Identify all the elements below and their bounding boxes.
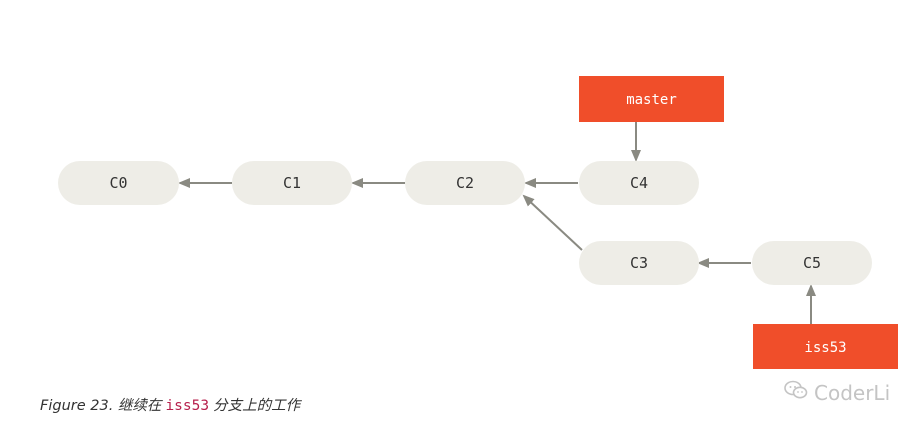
commit-label: C4 [630,174,648,192]
commit-label: C1 [283,174,301,192]
arrow-c3-to-c2 [522,194,583,251]
caption-prefix: Figure 23. 继续在 [40,398,162,414]
commit-c1: C1 [232,161,352,205]
commit-c2: C2 [405,161,525,205]
commit-label: C0 [109,174,127,192]
watermark: CoderLi [784,380,890,405]
caption-code: iss53 [165,398,210,414]
branch-label-iss53: iss53 [804,340,846,356]
commit-label: C5 [803,254,821,272]
watermark-text: CoderLi [814,380,891,405]
commit-c0: C0 [58,161,179,205]
branch-label-master: master [626,92,677,108]
commit-c4: C4 [579,161,699,205]
commit-c5: C5 [752,241,872,285]
branch-iss53: iss53 [753,324,898,369]
branch-master: master [579,76,724,122]
commit-label: C3 [630,254,648,272]
caption-suffix: 分支上的工作 [213,398,301,414]
commit-c3: C3 [579,241,699,285]
commit-label: C2 [456,174,474,192]
wechat-icon [784,380,808,405]
